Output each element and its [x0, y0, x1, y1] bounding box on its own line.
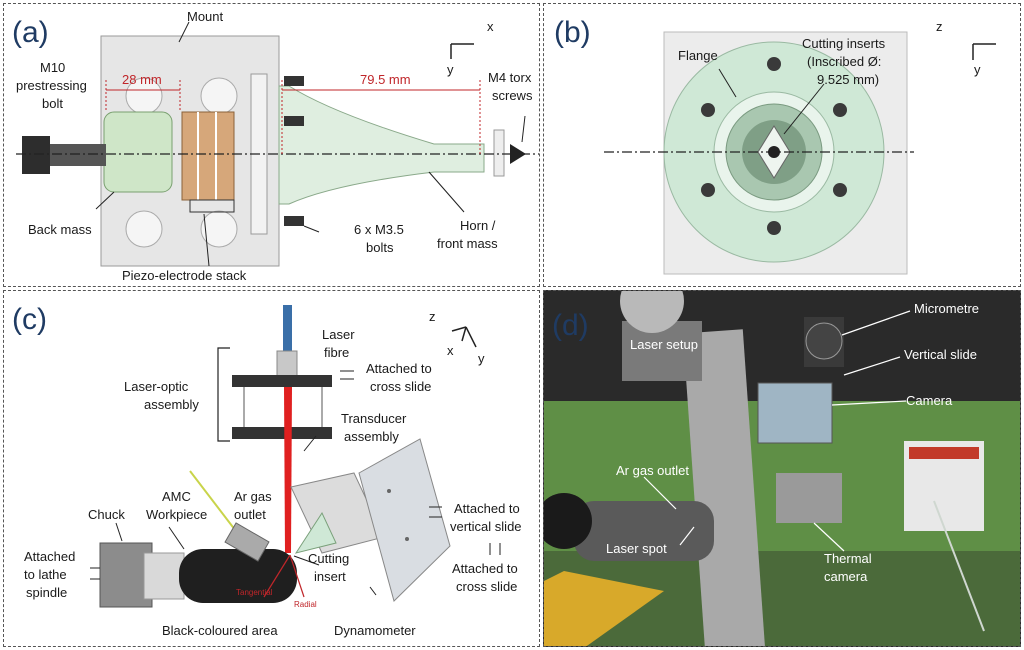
- tangential-label: Tangential: [236, 588, 273, 597]
- torx-screw: [510, 144, 526, 164]
- axis-y-label: y: [478, 351, 485, 366]
- thermal-camera-label-2: camera: [824, 569, 868, 584]
- amc-label-1: AMC: [162, 489, 191, 504]
- vertical-slide-label-1: Attached to: [454, 501, 520, 516]
- laser-fibre-label-1: Laser: [322, 327, 355, 342]
- laser-optic-label-2: assembly: [144, 397, 199, 412]
- vertical-slide-label-2: vertical slide: [450, 519, 522, 534]
- mount-hole: [200, 210, 238, 248]
- dynamometer-label: Dynamometer: [334, 623, 416, 638]
- axis-y-label: y: [974, 62, 981, 77]
- torx-label-2: screws: [492, 88, 533, 103]
- mount-hole: [200, 77, 238, 115]
- laser-setup-label: Laser setup: [630, 337, 698, 352]
- axis-y-label: y: [447, 62, 454, 77]
- thermal-camera-label-1: Thermal: [824, 551, 872, 566]
- inserts-label-1: Cutting inserts: [802, 36, 886, 51]
- lathe-label-3: spindle: [26, 585, 67, 600]
- piezo-stack: [181, 111, 235, 201]
- flange-label: Flange: [678, 48, 718, 63]
- laser-spot-label: Laser spot: [606, 541, 667, 556]
- bolt-label-3: bolt: [42, 96, 63, 111]
- bolts-label-2: bolts: [366, 240, 394, 255]
- laser-optic-label-1: Laser-optic: [124, 379, 189, 394]
- panel-d-label: (d): [552, 309, 589, 342]
- cross-slide-label-1a: Attached to: [366, 361, 432, 376]
- laser-fibre: [283, 305, 292, 353]
- panel-a-label: (a): [12, 16, 49, 49]
- piezo-label: Piezo-electrode stack: [122, 268, 247, 283]
- photo-illustration: (d) Micrometre Laser setup Vertical slid…: [544, 291, 1020, 646]
- bolt-label-1: M10: [40, 60, 65, 75]
- prestressing-bolt: [22, 136, 50, 174]
- amc-workpiece: [179, 549, 297, 603]
- axis-x-label: x: [447, 343, 454, 358]
- workpiece-photo: [574, 501, 714, 561]
- axis-z-label: z: [936, 19, 943, 34]
- horn-label-2: front mass: [437, 236, 498, 251]
- camera-label: Camera: [906, 393, 953, 408]
- transducer-label-2: assembly: [344, 429, 399, 444]
- laser-beam: [284, 387, 292, 553]
- cross-slide-label-1b: cross slide: [370, 379, 431, 394]
- setup-diagram: z x y Laser fibre Attached to cross slid…: [24, 305, 522, 638]
- transducer-label-1: Transducer: [341, 411, 407, 426]
- vertical-slide-label: Vertical slide: [904, 347, 977, 362]
- chuck-label: Chuck: [88, 507, 125, 522]
- laser-optic-plate: [232, 375, 332, 387]
- dim-28-label: 28 mm: [122, 72, 162, 87]
- amc-label-2: Workpiece: [146, 507, 207, 522]
- thermal-camera: [776, 473, 842, 523]
- panel-a: (a): [3, 3, 540, 287]
- horn-label-1: Horn /: [460, 218, 496, 233]
- chuck: [99, 542, 153, 608]
- cross-slide-label-2b: cross slide: [456, 579, 517, 594]
- bolt-label-2: prestressing: [16, 78, 87, 93]
- torx-label-1: M4 torx: [488, 70, 532, 85]
- bolts-label-1: 6 x M3.5: [354, 222, 404, 237]
- panel-b-label: (b): [554, 16, 591, 49]
- camera-box: [757, 382, 833, 444]
- dynamometer: [358, 438, 451, 602]
- lathe-label-1: Attached: [24, 549, 75, 564]
- cross-slide-label-2a: Attached to: [452, 561, 518, 576]
- ar-gas-label: Ar gas outlet: [616, 463, 689, 478]
- cutting-insert-label-1: Cutting: [308, 551, 349, 566]
- lathe-label-2: to lathe: [24, 567, 67, 582]
- steel-column: [682, 329, 766, 646]
- panel-c: (c): [3, 290, 540, 647]
- panel-d: (d) Micrometre Laser setup Vertical slid…: [543, 290, 1021, 647]
- back-mass-label: Back mass: [28, 222, 92, 237]
- axis-z-label: z: [429, 309, 436, 324]
- back-mass: [103, 111, 173, 193]
- radial-label: Radial: [294, 600, 317, 609]
- micrometre-dial: [805, 322, 843, 360]
- laser-fibre-label-2: fibre: [324, 345, 349, 360]
- inserts-label-2: (Inscribed Ø:: [807, 54, 881, 69]
- cutting-insert-label-2: insert: [314, 569, 346, 584]
- black-area-label: Black-coloured area: [162, 623, 278, 638]
- panel-b: (b) z y Flange Cutting inserts (Inscribe…: [543, 3, 1021, 287]
- ar-gas-label-1: Ar gas: [234, 489, 272, 504]
- transducer-diagram: x y Mount M10 prestressing bolt 28 mm 79…: [16, 9, 539, 283]
- dim-795-label: 79.5 mm: [360, 72, 411, 87]
- mount-label: Mount: [187, 9, 224, 24]
- laser-optic-plate: [232, 427, 332, 439]
- mount-hole: [125, 210, 163, 248]
- micrometre-label: Micrometre: [914, 301, 979, 316]
- axis-x-label: x: [487, 19, 494, 34]
- ar-gas-label-2: outlet: [234, 507, 266, 522]
- horn: [278, 85, 485, 205]
- flange-diagram: z y Flange Cutting inserts (Inscribed Ø:…: [604, 19, 996, 275]
- panel-c-label: (c): [12, 303, 47, 336]
- inserts-label-3: 9.525 mm): [817, 72, 879, 87]
